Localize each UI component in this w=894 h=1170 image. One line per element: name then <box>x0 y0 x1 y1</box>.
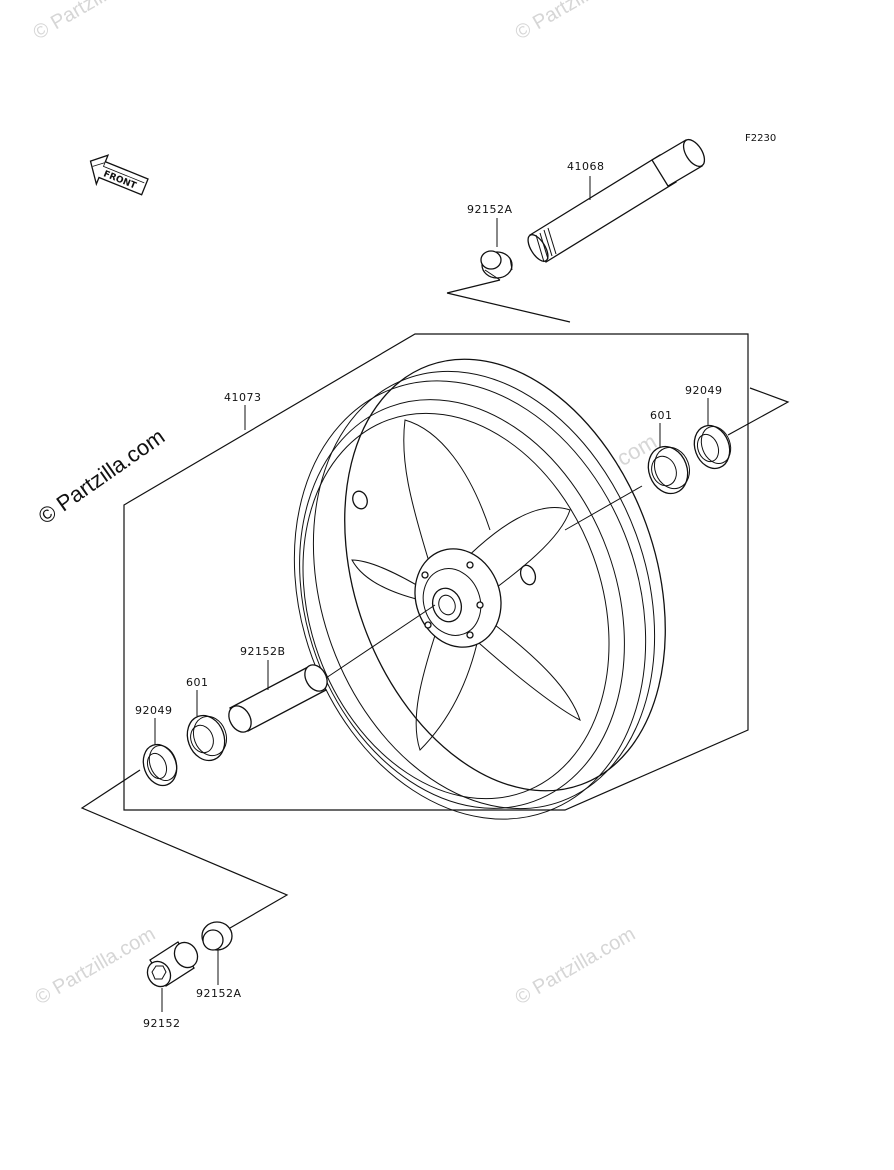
collar-92152A-bottom <box>201 921 233 951</box>
seal-92049-left <box>142 743 178 787</box>
label-92152: 92152 <box>143 1017 181 1030</box>
label-41073: 41073 <box>224 391 262 404</box>
front-arrow-icon: FRONT <box>89 154 149 196</box>
watermark-faint: © Partzilla.com <box>512 0 640 44</box>
watermark-main: © Partzilla.com <box>34 424 170 530</box>
spacer-92152B <box>228 664 328 733</box>
watermark-faint: © Partzilla.com <box>32 923 160 1009</box>
watermark-faint: © Partzilla.com <box>30 0 158 44</box>
leader-spacer-hub <box>325 604 436 679</box>
bearing-601-right <box>647 445 691 495</box>
label-601-right: 601 <box>650 409 673 422</box>
bracket-left <box>80 769 289 929</box>
label-92049-left: 92049 <box>135 704 173 717</box>
bearing-601-left <box>186 714 228 762</box>
label-92152A-top: 92152A <box>467 203 513 216</box>
bracket-right <box>727 387 790 436</box>
watermark-faint: © Partzilla.com <box>512 923 640 1009</box>
label-41068: 41068 <box>567 160 605 173</box>
label-92152B: 92152B <box>240 645 286 658</box>
bracket-top <box>446 279 571 323</box>
collar-92152A-top <box>480 250 513 281</box>
figure-code: F2230 <box>745 133 776 144</box>
wheel-41073 <box>293 358 666 820</box>
label-92152A-bottom: 92152A <box>196 987 242 1000</box>
assembly-box <box>123 333 749 811</box>
seal-92049-right <box>693 424 732 470</box>
label-92049-right: 92049 <box>685 384 723 397</box>
label-601-left: 601 <box>186 676 209 689</box>
collar-92152 <box>146 941 199 988</box>
leader-bearing-hub <box>564 485 643 531</box>
axle-41068 <box>527 138 706 263</box>
